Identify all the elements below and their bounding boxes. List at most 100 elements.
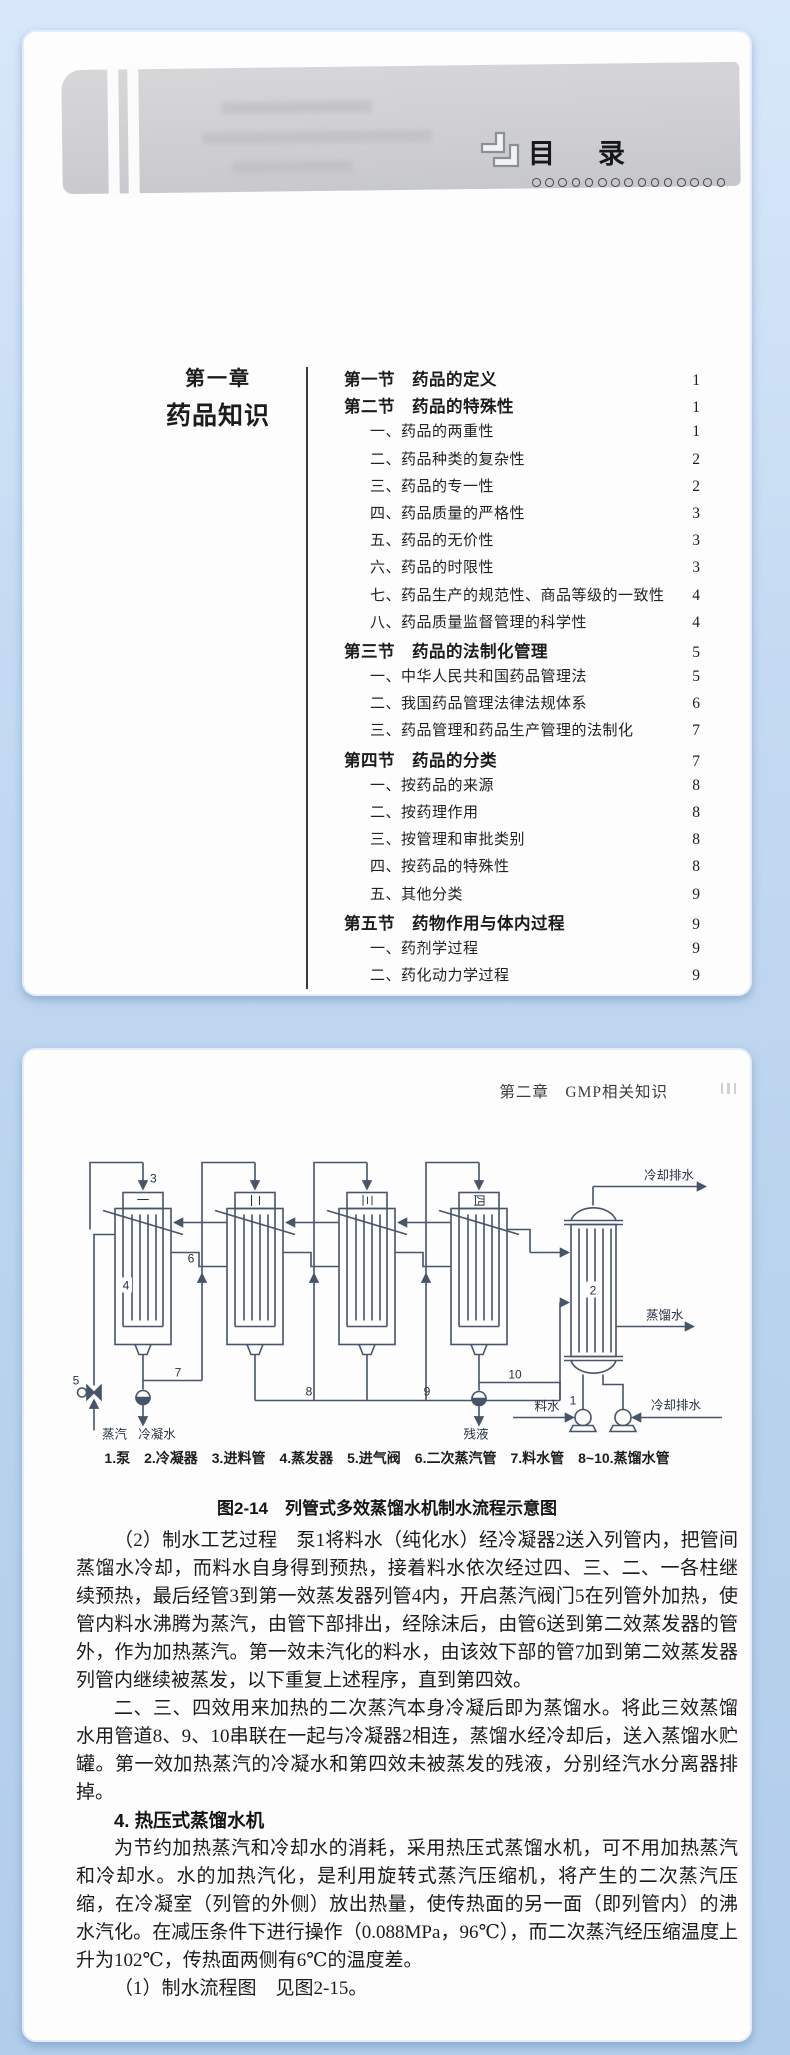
toc-entry: 第五节 药物作用与体内过程 9 [344,910,700,937]
decorative-dots [532,178,726,187]
toc-entry: 一、药品的两重性 1 [344,420,700,447]
figure-caption: 图2-14 列管式多效蒸馏水机制水流程示意图 [216,1499,558,1518]
toc-entry-label: 三、按管理和审批类别 [370,832,526,849]
body-text: （2）制水工艺过程 泵1将料水（纯化水）经冷凝器2送入列管内，把管间蒸馏水冷却，… [76,1527,738,2003]
toc-entry-label: 二、药品种类的复杂性 [370,451,526,468]
figure-legend: 1.泵 2.冷凝器 3.进料管 4.蒸发器 5.进气阀 6.二次蒸汽管 7.料水… [104,1450,670,1466]
label-cooling-drain-top: 冷却排水 [644,1169,695,1183]
toc-entry: 第三节 药品的法制化管理 5 [344,638,700,665]
num-9: 9 [424,1385,431,1399]
toc-entry: 二、药化动力学过程 9 [344,964,700,991]
toc-entry: 二、药品种类的复杂性 2 [344,448,700,475]
toc-entry-page: 4 [692,586,700,604]
toc-entry-page: 8 [692,831,700,849]
running-header: 第二章 GMP相关知识 [499,1084,668,1101]
toc-entry-label: 一、药品的两重性 [370,424,495,441]
toc-entry-page: 1 [692,399,700,417]
label-residue: 残液 [463,1427,489,1442]
num-3: 3 [150,1172,157,1186]
toc-entry-page: 3 [692,532,700,550]
toc-entry: 第四节 药品的分类 7 [344,747,700,774]
label-steam: 蒸汽 [102,1427,128,1442]
toc-entry-page: 8 [692,804,700,821]
num-4: 4 [123,1279,130,1293]
toc-entry-label: 五、药品的无价性 [370,533,495,550]
toc-entry-label: 第四节 药品的分类 [344,750,497,770]
toc-entry-page: 5 [692,668,700,686]
bleed-through-text [232,160,353,174]
toc-entry-label: 一、药剂学过程 [370,940,479,957]
column-label-3: 三 [360,1194,374,1207]
toc-entry-label: 五、其他分类 [370,886,464,903]
binding-stripe [107,65,120,198]
label-cooling-drain-bottom: 冷却排水 [651,1399,702,1413]
paragraph-process: （2）制水工艺过程 泵1将料水（纯化水）经冷凝器2送入列管内，把管间蒸馏水冷却，… [76,1530,738,1691]
toc-entry-page: 5 [692,643,700,661]
num-2: 2 [590,1284,597,1298]
toc-entry-label: 第五节 药物作用与体内过程 [344,913,565,933]
scan-artifact [720,1083,736,1094]
bleed-through-text [221,100,372,115]
distillation-flow-diagram: 一 二 三 四 3 4 5 6 7 8 9 10 1 2 蒸汽 冷凝水 残液 料… [73,1161,722,1442]
num-6: 6 [188,1252,195,1266]
toc-entry-page: 9 [692,915,700,933]
toc-entry-label: 第三节 药品的法制化管理 [344,641,548,661]
toc-entry: 三、药品管理和药品生产管理的法制化 7 [344,719,700,746]
num-8: 8 [306,1385,313,1399]
paragraph-thermocompression: 为节约加热蒸汽和冷却水的消耗，采用热压式蒸馏水机，可不用加热蒸汽和冷却水。水的加… [76,1838,738,1971]
num-7: 7 [175,1366,182,1380]
toc-entry-label: 二、按药理作用 [370,805,479,821]
corner-brackets-icon [480,131,520,168]
toc-entry-label: 四、按药品的特殊性 [370,859,510,876]
toc-entry-label: 八、药品质量监督管理的科学性 [370,614,588,631]
toc-entry: 第二节 药品的特殊性 1 [344,393,700,420]
column-label-2: 二 [248,1194,262,1207]
bleed-through-text [202,129,433,145]
toc-entry-label: 六、药品的时限性 [370,560,495,577]
num-5: 5 [73,1374,80,1388]
toc-entry-label: 二、药化动力学过程 [370,968,510,985]
label-distilled-water: 蒸馏水 [646,1308,684,1323]
toc-entry-label: 三、药品管理和药品生产管理的法制化 [370,723,634,740]
toc-entry: 四、药品质量的严格性 3 [344,502,700,529]
toc-entry: 二、按药理作用 8 [344,801,700,828]
chapter-title: 药品知识 [165,403,270,430]
toc-entry-label: 第二节 药品的特殊性 [344,397,514,417]
paragraph-distillate: 二、三、四效用来加热的二次蒸汽本身冷凝后即为蒸馏水。将此三效蒸馏水用管道8、9、… [76,1698,738,1803]
chapter-number: 第一章 [185,368,251,390]
binding-stripe [127,65,140,198]
paragraph-flow-chart-ref: （1）制水流程图 见图2-15。 [114,1978,368,1999]
vertical-divider [306,367,308,989]
heading-thermocompression: 4. 热压式蒸馏水机 [114,1810,265,1831]
chapter-heading: 第一章 药品知识 [118,362,318,432]
toc-entry-page: 6 [692,695,700,713]
column-label-4: 四 [472,1194,486,1207]
toc-entry-label: 四、药品质量的严格性 [370,505,526,522]
num-1: 1 [570,1394,577,1408]
toc-entry-page: 3 [692,504,700,522]
num-10: 10 [508,1368,522,1382]
toc-entry-page: 7 [692,752,700,770]
toc-entry-page: 2 [692,450,700,468]
toc-entry-page: 1 [692,372,700,389]
toc-entry-page: 7 [692,722,700,740]
label-feed-water: 料水 [534,1400,560,1414]
column-label-1: 一 [137,1194,150,1208]
toc-entry-page: 2 [692,477,700,495]
page-title: 目 录 [528,139,633,169]
toc-entry-page: 1 [692,423,700,441]
toc-entry: 三、按管理和审批类别 8 [344,828,700,855]
toc-entry-label: 三、药品的专一性 [370,478,495,495]
toc-entry-page: 9 [692,967,700,985]
toc-entry-page: 9 [692,885,700,903]
